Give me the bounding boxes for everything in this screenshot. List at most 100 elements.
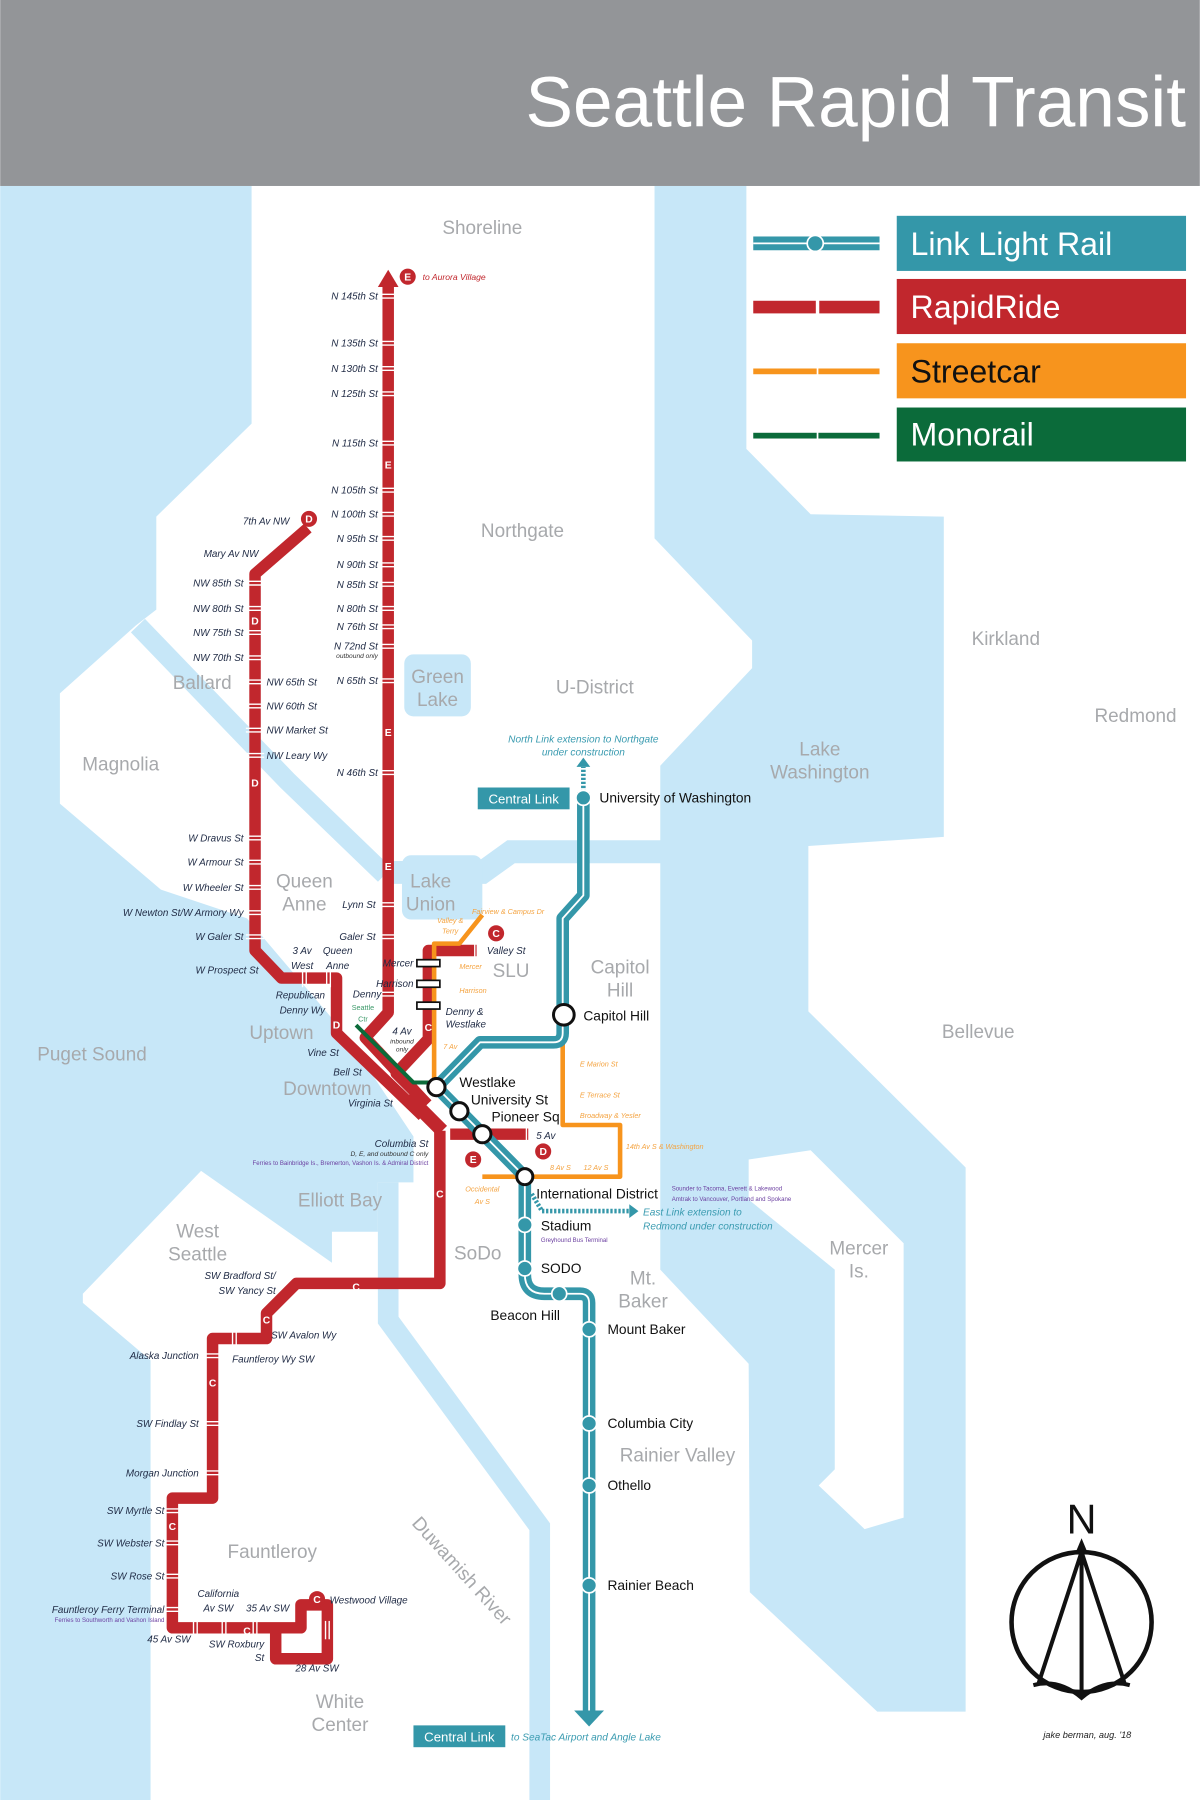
rapidride-c-line-north[interactable] (390, 944, 477, 1109)
station-label: Denny (353, 990, 383, 1001)
legend-box-monorail (896, 407, 1187, 462)
transfer-station-marker[interactable] (472, 1124, 493, 1145)
route-badge-d[interactable] (535, 1143, 552, 1160)
station-label: NW 65th St (267, 677, 319, 688)
station-label: Denny Wy (280, 1006, 327, 1017)
link-line-center (435, 803, 591, 1711)
link-station-dot (580, 1477, 598, 1494)
station-label: 45 Av SW (147, 1635, 192, 1646)
streetcar-line-icon (753, 367, 880, 376)
station-note: D, E, and outbound C only (350, 1151, 429, 1158)
station-label: NW 60th St (267, 701, 319, 712)
mercer-island-land (748, 1150, 904, 1530)
route-letter-on-line: C (352, 1282, 360, 1293)
route-badge-c[interactable] (308, 1591, 326, 1608)
streetcar-stop-label: 14th Av S & Washington (626, 1142, 704, 1151)
link-stations (426, 789, 598, 1594)
streetcar-first-hill-line[interactable] (482, 1014, 623, 1179)
neighborhood-label-mercer-island: Is. (849, 1262, 869, 1283)
streetcar-stop-label: Terry (442, 926, 459, 935)
transfer-station-marker[interactable] (426, 1077, 447, 1098)
neighborhood-label-lake-union: Lake (410, 871, 451, 892)
station-label: Harrison (376, 979, 414, 990)
route-badge-letter: E (404, 272, 411, 283)
station-label: Bell St (333, 1068, 363, 1079)
streetcar-stop-label: Fairview & Campus Dr (472, 907, 545, 916)
streetcar-stop-label: Av S (474, 1197, 490, 1206)
link-station-dot (516, 1260, 534, 1277)
streetcar-stop-label: 12 Av S (584, 1163, 609, 1172)
rapidride-stop-bar (416, 979, 441, 989)
monorail-line-icon (753, 431, 880, 440)
legend-item-link: Link Light Rail (753, 215, 1187, 271)
central-link-badge-label: Central Link (424, 1729, 495, 1744)
ship-canal-water (130, 618, 392, 882)
e-line-arrow-icon (377, 269, 399, 287)
lake-union-water (401, 855, 483, 920)
extension-note: to SeaTac Airport and Angle Lake (511, 1732, 661, 1743)
neighborhood-label-green-lake: Green (411, 667, 464, 688)
transfer-station-marker[interactable] (515, 1167, 535, 1187)
link-station-label-mount-baker: Mount Baker (607, 1322, 685, 1337)
station-label: Columbia St (375, 1139, 430, 1150)
legend-box-streetcar (896, 343, 1187, 399)
neighborhood-label-ballard: Ballard (173, 673, 232, 694)
neighborhood-label-queen-anne: Anne (282, 894, 326, 915)
legend-label-link: Link Light Rail (911, 226, 1113, 262)
neighborhood-label-lake-washington: Washington (770, 762, 869, 783)
station-note: outbound only (336, 653, 378, 660)
station-label: 5 Av (536, 1131, 556, 1142)
station-label: Denny & (446, 1007, 484, 1018)
route-badge-c[interactable] (488, 925, 505, 942)
station-label: 4 Av (392, 1026, 412, 1037)
rapidride-downtown-trunk[interactable] (402, 1091, 448, 1136)
transfer-station-marker[interactable] (449, 1101, 470, 1122)
route-badge-letter: C (313, 1595, 321, 1606)
station-label: Republican (276, 991, 326, 1002)
rapidride-d-line[interactable] (249, 523, 427, 1120)
streetcar-slu-line[interactable] (431, 913, 485, 1085)
station-label: Fauntleroy Ferry Terminal (52, 1605, 165, 1616)
route-letter-on-line: C (169, 1522, 177, 1533)
route-badge-e[interactable] (399, 268, 416, 285)
station-label: Virginia St (348, 1099, 394, 1110)
station-label: Galer St (339, 932, 376, 943)
link-station-label-rainier-beach: Rainier Beach (607, 1578, 693, 1593)
link-station-label-pioneer-sq: Pioneer Sq (492, 1110, 560, 1125)
neighborhood-label-queen-anne: Queen (276, 871, 333, 892)
neighborhood-label-sodo: SoDo (454, 1243, 501, 1264)
legend-item-streetcar: Streetcar (753, 343, 1187, 399)
link-station-label-othello: Othello (607, 1478, 651, 1493)
station-label: SW Rose St (111, 1572, 166, 1583)
central-link-badge-south: Central Link (413, 1725, 506, 1748)
route-letter-on-line: D (333, 1021, 341, 1032)
rapidride-c-line-south[interactable] (166, 1130, 446, 1665)
route-badge-d[interactable] (300, 510, 318, 527)
header-bar (0, 0, 1200, 186)
terminus-label: Westwood Village (330, 1596, 409, 1607)
extension-note: North Link extension to Northgate (508, 735, 659, 746)
station-label: 3 Av (293, 946, 313, 957)
ferry-note: Ferries to Bainbridge Is., Bremerton, Va… (252, 1160, 428, 1167)
streetcar-stop-label: Valley & (437, 916, 463, 925)
station-label: West (291, 961, 315, 972)
extension-note: East Link extension to (643, 1208, 742, 1219)
station-label: W Wheeler St (183, 883, 245, 894)
legend-box-rapidride (896, 278, 1187, 335)
station-label: NW 80th St (193, 604, 245, 615)
ferry-note: Ferries to Southworth and Vashon Island (55, 1617, 165, 1624)
station-label: 35 Av SW (246, 1604, 291, 1615)
route-badge-e[interactable] (465, 1151, 482, 1168)
link-station-dot (575, 789, 592, 807)
east-link-extension (529, 1192, 630, 1214)
link-station-dot (580, 1321, 598, 1338)
station-label: Alaska Junction (129, 1351, 200, 1362)
neighborhood-label-uptown: Uptown (249, 1023, 313, 1044)
station-label: SW Roxbury (209, 1639, 265, 1650)
neighborhood-label-kirkland: Kirkland (972, 629, 1040, 650)
transfer-note: Sounder to Tacoma, Everett & Lakewood (672, 1185, 782, 1192)
streetcar-stop-label: Harrison (459, 986, 486, 995)
station-label: Valley St (487, 946, 527, 957)
station-label: W Galer St (195, 932, 244, 943)
transfer-station-marker[interactable] (552, 1002, 576, 1027)
